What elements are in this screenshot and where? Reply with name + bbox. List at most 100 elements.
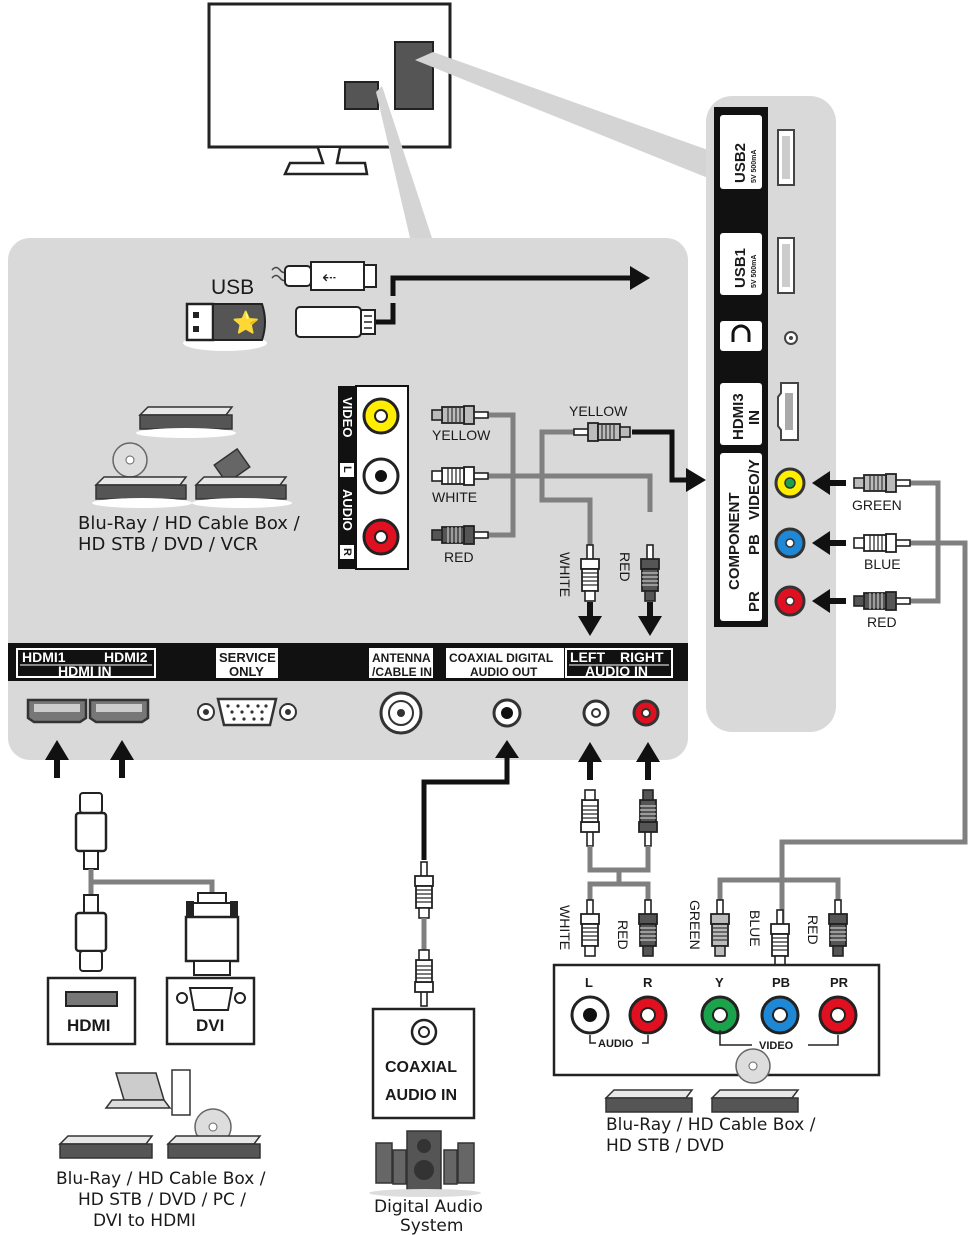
usb1-label: USB1 [732,248,749,288]
usb-cable-connector [284,265,312,287]
audio-system-caption-1: Digital Audio [374,1197,483,1217]
bottom-ports [26,691,660,735]
av-devices-illustration: Blu-Ray / HD Cable Box / HD STB / DVD / … [78,406,301,555]
pr-label: PR [746,591,763,612]
r-label: R [341,548,353,556]
red-vertical-label: RED [617,552,633,582]
blue-cable-label: BLUE [864,556,901,572]
headphone-icon [731,324,751,342]
hdmi2-label: HDMI2 [104,649,148,665]
yellow-cable-label: YELLOW [432,427,491,443]
comp-caption-2: HD STB / DVD [606,1136,724,1156]
usb-stick-body [212,303,266,341]
comp-red-label: RED [615,920,631,950]
av-device-caption-1: Blu-Ray / HD Cable Box / [78,513,301,534]
usb-stick-plug [185,302,215,342]
green-plug [853,473,911,493]
usb2-label: USB2 [732,143,749,183]
hdmi-box-label: HDMI [67,1016,110,1035]
red-plug-side [853,591,911,611]
left-label: LEFT [570,649,605,665]
audio-red-plug-top [638,789,658,847]
video-y-label: VIDEO/Y [746,459,763,520]
right-label: RIGHT [620,649,664,665]
pc-caption-3: DVI to HDMI [93,1211,196,1231]
desktop-tower-icon [171,1069,191,1116]
hdmi-in-label: HDMI IN [58,663,112,679]
usb-devices: USB ⭐ ⇠ [183,261,650,351]
pc-caption-2: HD STB / DVD / PC / [78,1190,246,1210]
pc-devices-illustration: Blu-Ray / HD Cable Box / HD STB / DVD / … [56,1069,266,1231]
white-cable-label: WHITE [432,489,477,505]
audio-out-label: AUDIO OUT [470,665,538,679]
bottom-bar-labels: HDMI1 HDMI2 HDMI IN SERVICE ONLY ANTENNA… [16,648,673,679]
usb-symbol-icon: ⭐ [232,310,259,336]
comp-jack-y: Y [715,975,724,990]
zoom-beam-rear [376,86,432,238]
pb-label: PB [746,534,763,555]
comp-white-label: WHITE [557,905,573,950]
comp-jack-r: R [643,975,653,990]
audio-red-plug-bottom [638,899,658,957]
coaxial-plug-top [414,861,434,919]
cable-in-label: /CABLE IN [372,665,432,679]
usb-symbol-icon-2: ⇠ [322,268,336,288]
usb1-rating: 5V 500mA [751,255,758,288]
comp-jack-l: L [585,975,593,990]
comp-caption-1: Blu-Ray / HD Cable Box / [606,1115,816,1135]
audio-in-label: AUDIO IN [585,663,648,679]
component-device-panel: L R Y PB PR AUDIO VIDEO [552,963,881,1077]
tape-icon [213,447,251,485]
antenna-label: ANTENNA [372,651,431,665]
audio-white-plug-top [580,789,600,847]
component-devices-illustration: Blu-Ray / HD Cable Box / HD STB / DVD [604,1048,816,1156]
laptop-icon [114,1072,166,1101]
audio-system-caption-2: System [400,1216,463,1235]
hdmi3-label: HDMI3 [730,393,747,440]
usb-label: USB [211,276,254,299]
audio-white-plug-bottom [580,899,600,957]
coaxial-plug-bottom [414,949,434,1007]
yellow-out-label: YELLOW [569,403,628,419]
coaxial-box-label-2: AUDIO IN [385,1087,457,1104]
comp-green-label: GREEN [687,900,703,950]
comp-audio-label: AUDIO [598,1038,634,1050]
red-side-cable-label: RED [867,614,897,630]
dvi-box-label: DVI [196,1016,224,1035]
hdmi1-label: HDMI1 [22,649,66,665]
service-port-pins [226,704,268,721]
comp-jack-pr: PR [830,975,849,990]
comp-jack-pb: PB [772,975,790,990]
av-cables: YELLOW WHITE RED YELLOW WHITE RED [431,403,706,636]
l-label: L [341,466,353,473]
hdmi3-in-label: IN [746,410,763,425]
component-cables-side: GREEN BLUE RED [779,471,968,923]
coaxial-cable: COAXIAL AUDIO IN Digital Audio System [369,740,519,1235]
side-panel: USB2 5V 500mA USB1 5V 500mA HDMI3 IN COM… [706,96,836,732]
blue-plug-bottom [770,909,790,967]
comp-red2-label: RED [805,915,821,945]
comp-video-label: VIDEO [759,1040,794,1052]
green-plug-bottom [710,899,730,957]
component-device-cables: WHITE RED GREEN BLUE RED [557,742,848,967]
av-device-caption-2: HD STB / DVD / VCR [78,534,258,555]
red-plug-bottom [828,899,848,957]
video-label: VIDEO [340,397,355,437]
speaker-system-icon [369,1130,481,1197]
red-cable-label: RED [444,549,474,565]
component-label: COMPONENT [726,493,743,591]
comp-blue-label: BLUE [747,910,763,947]
zoom-beam-side [415,52,708,178]
only-label: ONLY [229,664,264,679]
coaxial-digital-label: COAXIAL DIGITAL [449,651,553,665]
service-label: SERVICE [219,650,276,665]
audio-label: AUDIO [340,489,355,531]
av-in-panel: VIDEO L AUDIO R [338,385,409,570]
blue-plug [853,533,911,553]
usb-flash-drive [295,306,362,338]
usb2-rating: 5V 500mA [751,150,758,183]
tv-illustration [207,2,708,238]
green-cable-label: GREEN [852,497,902,513]
